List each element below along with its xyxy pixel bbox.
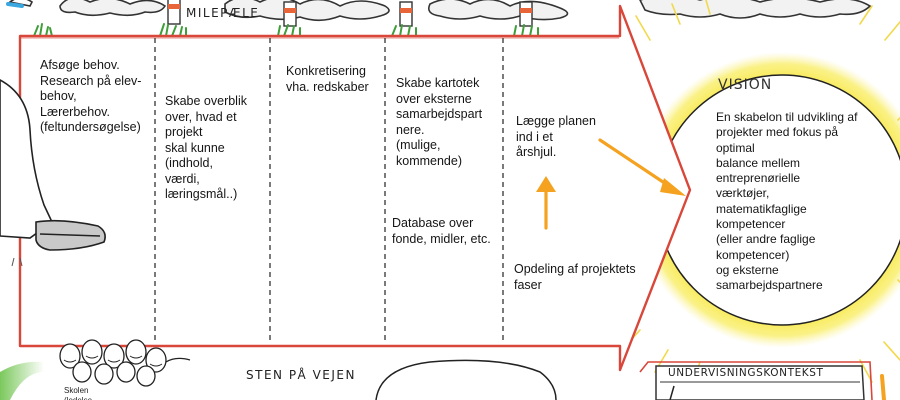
column-5-text-secondary: Opdeling af projektets faser (514, 262, 636, 292)
vision-title: VISION (718, 77, 773, 93)
column-4-text: Skabe kartotek over eksterne samarbejdsp… (396, 76, 483, 168)
column-5-text: Lægge planen ind i et årshjul. (516, 114, 596, 159)
teaching-context-label: UNDERVISNINGSKONTEKST (668, 367, 824, 379)
column-1-text: Afsøge behov. Research på elev- behov, L… (40, 58, 142, 134)
footprint-leg-icon (0, 79, 106, 251)
milestone-post-icon (167, 0, 533, 27)
column-3-text: Konkretisering vha. redskaber (286, 64, 369, 94)
vision-text: En skabelon til udvikling af projekter m… (716, 110, 858, 293)
stone-faces-icon (59, 339, 167, 387)
obstacles-label: STEN PÅ VEJEN (246, 368, 356, 382)
column-4-text-secondary: Database over fonde, midler, etc. (392, 216, 491, 246)
column-2-text: Skabe overblik over, hvad et projekt ska… (165, 94, 247, 201)
milestones-label: MILEPÆLE (186, 6, 260, 20)
cloud-icon (8, 0, 872, 22)
school-note: Skolen (ledelse (64, 386, 92, 400)
